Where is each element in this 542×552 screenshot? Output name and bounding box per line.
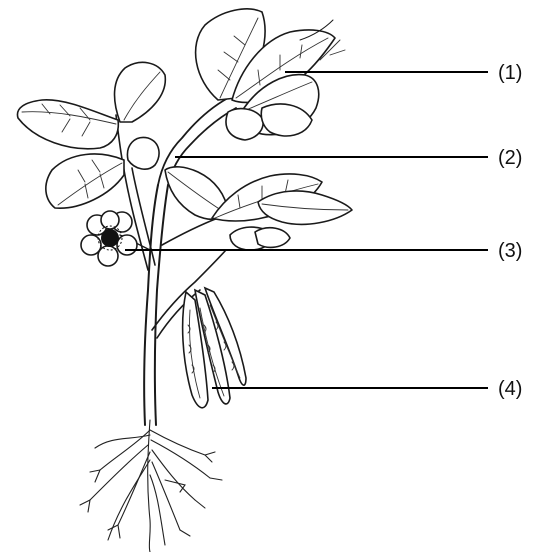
leaf-right-cluster [165, 167, 352, 250]
leaf-left-cluster [17, 62, 165, 208]
label-2: (2) [498, 147, 522, 169]
labels: (1) (2) (3) (4) [498, 62, 522, 400]
label-3: (3) [498, 240, 522, 262]
bean-pods [183, 288, 246, 408]
roots [80, 420, 222, 552]
label-4: (4) [498, 378, 522, 400]
label-1: (1) [498, 62, 522, 84]
flower [81, 211, 137, 266]
